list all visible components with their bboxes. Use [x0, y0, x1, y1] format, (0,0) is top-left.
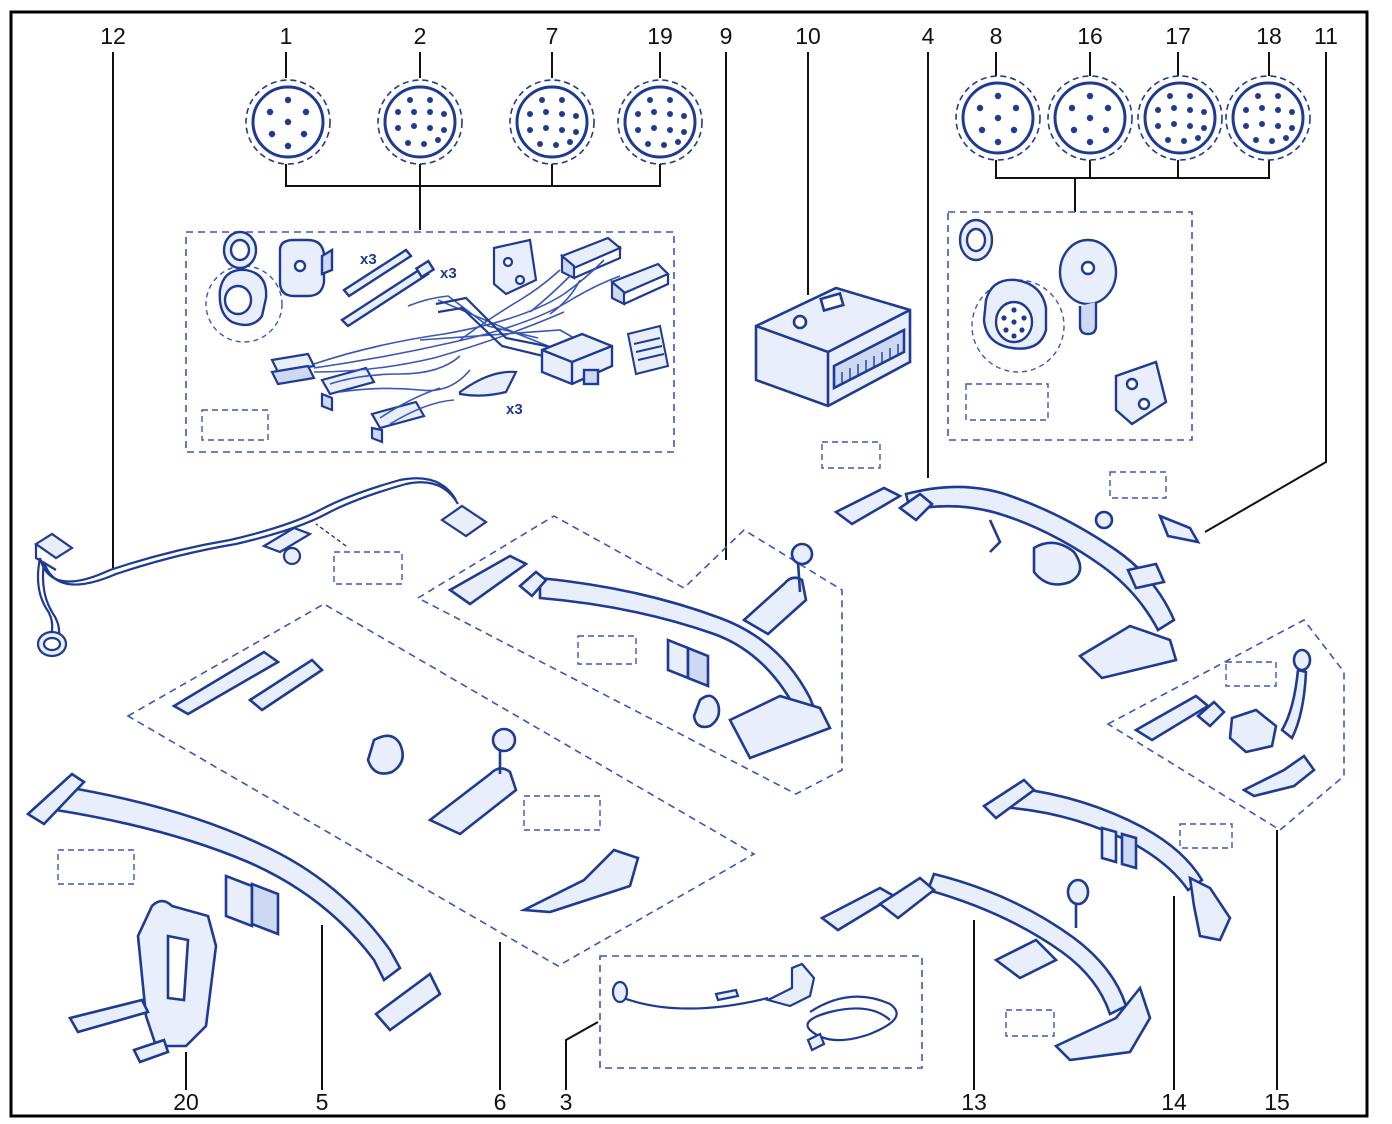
connector-7pin-1 [245, 79, 331, 165]
connector-faces [245, 75, 1311, 165]
callout-10: 10 [795, 23, 821, 49]
tow-bar-4 [821, 441, 1201, 680]
part-ref-box [1109, 471, 1167, 499]
tow-bar-group-9 [416, 515, 843, 795]
callout-13: 13 [961, 1089, 987, 1115]
diagram-frame [9, 10, 1369, 1118]
callout-7: 7 [546, 23, 559, 49]
ties-quantity-label-2: x3 [440, 265, 457, 282]
pads-quantity-label: x3 [506, 401, 523, 418]
bracket-20 [68, 899, 218, 1064]
part-ref-box [57, 849, 135, 885]
earthing-cable-kit-3 [599, 955, 923, 1069]
callout-5: 5 [316, 1089, 329, 1115]
callout-8: 8 [990, 23, 1003, 49]
callout-20: 20 [173, 1089, 199, 1115]
connector-7pin-16 [1047, 75, 1133, 161]
connector-13pin-17 [1137, 75, 1223, 161]
part-ref-box [965, 383, 1049, 421]
part-ref-box [523, 795, 601, 831]
tow-ball-kit-15 [1106, 618, 1345, 831]
connector-13pin-19 [617, 79, 703, 165]
callout-9: 9 [720, 23, 733, 49]
harness-12 [34, 477, 488, 658]
connector-13pin-7 [509, 79, 595, 165]
socket-kit-group [947, 211, 1193, 441]
callout-12: 12 [100, 23, 126, 49]
connector-13pin-2 [377, 79, 463, 165]
wiring-kit-group: x3 x3 [185, 230, 675, 453]
callout-15: 15 [1264, 1089, 1290, 1115]
callout-2: 2 [414, 23, 427, 49]
callout-3: 3 [560, 1089, 573, 1115]
callout-6: 6 [494, 1089, 507, 1115]
part-ref-box [1179, 823, 1233, 849]
tow-bar-13 [819, 872, 1152, 1062]
tow-bar-14 [981, 778, 1233, 942]
tow-bar-5 [25, 772, 442, 1032]
callout-11: 11 [1314, 23, 1338, 49]
callout-4: 4 [922, 23, 935, 49]
callout-18: 18 [1256, 23, 1282, 49]
callout-14: 14 [1161, 1089, 1187, 1115]
callout-19: 19 [647, 23, 673, 49]
part-ref-box [577, 635, 637, 665]
connector-13pin-18 [1225, 75, 1311, 161]
part-ref-box [1225, 661, 1277, 687]
callout-16: 16 [1077, 23, 1103, 49]
part-ref-box [201, 409, 269, 441]
part-ref-box [821, 441, 881, 469]
leader-lines [112, 52, 1327, 1090]
ties-quantity-label: x3 [360, 251, 377, 268]
callout-1: 1 [280, 23, 293, 49]
part-ref-box [1005, 1009, 1055, 1037]
connector-7pin-8 [955, 75, 1041, 161]
part-ref-box [333, 551, 403, 585]
callout-17: 17 [1165, 23, 1191, 49]
tow-bar-group-6 [126, 603, 756, 967]
callout-labels: 12 1 2 7 19 9 10 4 8 16 17 18 11 20 5 6 … [100, 23, 1338, 1115]
control-module-10 [754, 286, 912, 408]
